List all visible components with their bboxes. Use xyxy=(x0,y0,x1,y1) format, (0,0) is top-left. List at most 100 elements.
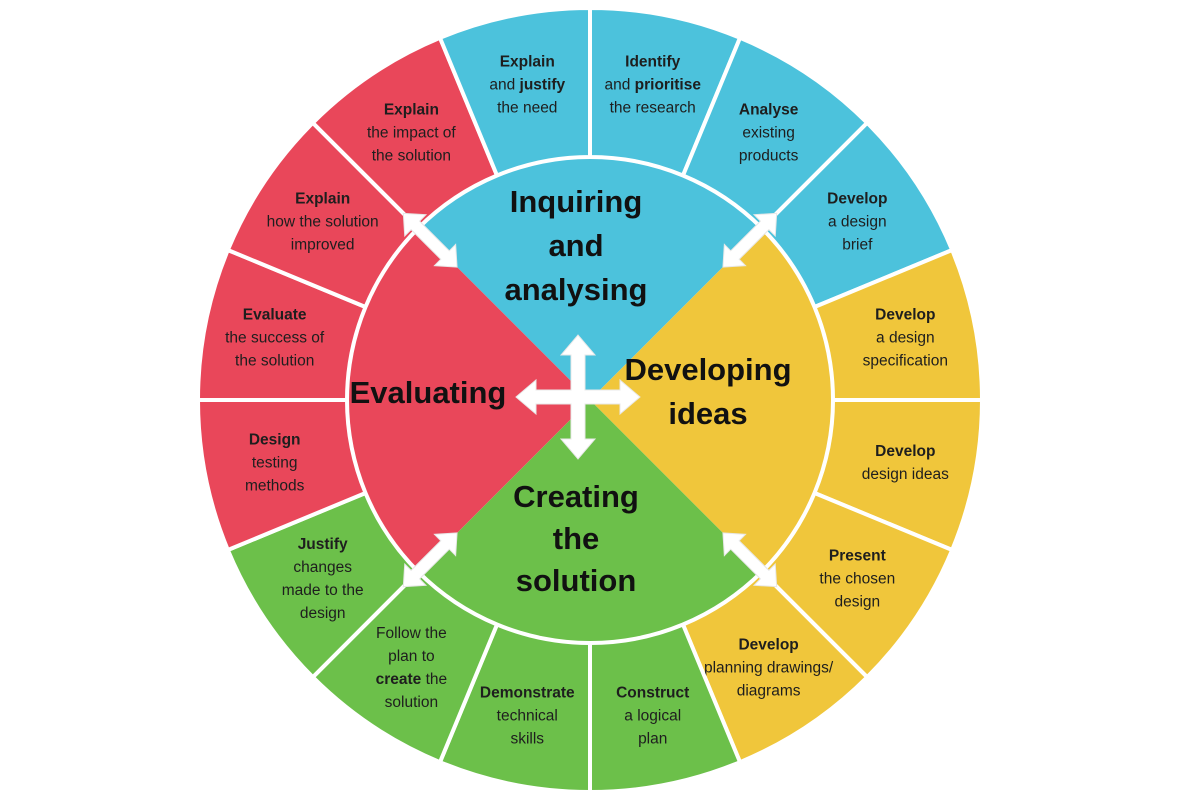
segment-explain-justify-need: Explain and justify the need xyxy=(437,5,592,179)
segment-label-run: existing xyxy=(742,125,795,142)
segment-label-run: how the solution xyxy=(267,213,379,230)
segment-label-run: made to the xyxy=(282,582,364,599)
segment-label: Follow the plan to create the solution xyxy=(376,625,448,711)
core-title-line: analysing xyxy=(505,272,648,307)
core-developing-title: Developing ideas xyxy=(624,352,791,431)
segment-label-run: Explain xyxy=(384,102,439,119)
segment-label: Design testing methods xyxy=(245,432,305,495)
segment-label: Explain how the solution improved xyxy=(267,190,379,253)
segment-label-run: skills xyxy=(510,730,544,747)
segment-label-run: the impact of xyxy=(367,125,456,142)
segment-label-run: a design xyxy=(828,213,887,230)
segment-label-run: changes xyxy=(293,559,352,576)
core-title-line: solution xyxy=(516,563,637,598)
segment-label-run: Develop xyxy=(875,443,935,460)
segment-label-run: Construct xyxy=(616,684,689,701)
segment-label-run: plan xyxy=(638,730,667,747)
segment-label-run: design xyxy=(834,594,880,611)
core-developing-shape xyxy=(590,229,831,571)
segment-label-run: Analyse xyxy=(739,102,799,119)
core-title-line: ideas xyxy=(668,396,747,431)
segment-label-run: plan to xyxy=(388,648,435,665)
segment-shape xyxy=(437,5,592,179)
arrow-inquiring-developing-icon xyxy=(722,212,778,268)
segment-label-run: a design xyxy=(876,329,935,346)
segment-label: Develop a design brief xyxy=(827,190,887,253)
segment-label: Explain and justify the need xyxy=(489,54,565,117)
segment-label-run: the xyxy=(421,671,447,688)
segment-label-run: Develop xyxy=(875,306,935,323)
segment-label-run: the solution xyxy=(372,148,451,165)
segment-label-run: and xyxy=(489,77,519,94)
segment-identify-prioritise: Identify and prioritise the research xyxy=(588,5,743,179)
segment-present-chosen-design: Present the chosen design xyxy=(758,490,955,681)
segment-follow-plan-create: Follow the plan to create the solution xyxy=(309,568,500,765)
arrow-developing-creating-icon xyxy=(722,532,778,588)
core-title-line: the xyxy=(553,521,600,556)
segment-label-run: Identify xyxy=(625,54,680,71)
segment-label: Develop a design specification xyxy=(863,306,948,369)
segment-label-run: testing xyxy=(252,455,298,472)
segment-label-run: solution xyxy=(385,694,438,711)
segment-label-run: and xyxy=(604,77,634,94)
core-title-line: and xyxy=(548,228,603,263)
segment-label-run: methods xyxy=(245,478,305,495)
core-inquiring-shape xyxy=(419,159,761,400)
segment-label-run: the solution xyxy=(235,352,314,369)
segment-label-run: the chosen xyxy=(819,571,895,588)
segment-label-run: improved xyxy=(291,236,355,253)
segment-label-run: planning drawings/ xyxy=(704,659,834,676)
segment-label: Identify and prioritise the research xyxy=(604,54,701,117)
segment-label: Present the chosen design xyxy=(819,548,895,611)
segment-label-run: Explain xyxy=(500,54,555,71)
segment-label-run: justify xyxy=(519,77,566,94)
segment-label-run: the need xyxy=(497,100,557,117)
segment-label-run: Design xyxy=(249,432,301,449)
segment-label-run: brief xyxy=(842,236,873,253)
segment-label-run: technical xyxy=(497,707,558,724)
core-evaluating-shape xyxy=(349,229,590,571)
segment-label: Develop design ideas xyxy=(862,443,949,483)
segment-label-run: Demonstrate xyxy=(480,684,575,701)
segment-label-run: a logical xyxy=(624,707,681,724)
core-inquiring: Inquiring and analysing xyxy=(419,159,761,400)
core-title-line: Creating xyxy=(513,479,639,514)
segment-construct-logical-plan: Construct a logical plan xyxy=(588,621,743,795)
segment-label-run: diagrams xyxy=(737,682,801,699)
segment-label-run: Follow the xyxy=(376,625,447,642)
segment-label-run: design ideas xyxy=(862,466,949,483)
core-creating-title: Creating the solution xyxy=(513,479,639,598)
segment-label: Analyse existing products xyxy=(739,102,799,165)
segment-label-run: the research xyxy=(610,100,696,117)
core-developing: Developing ideas xyxy=(590,229,831,571)
core-title-line: Inquiring xyxy=(510,184,643,219)
segment-label-run: Present xyxy=(829,548,886,565)
segment-label-run: specification xyxy=(863,352,948,369)
core-creating: Creating the solution xyxy=(419,400,761,641)
segment-label: Explain the impact of the solution xyxy=(367,102,456,165)
arrow-creating-evaluating-icon xyxy=(402,532,458,588)
segment-analyse-existing-products: Analyse existing products xyxy=(680,35,871,232)
segment-justify-changes: Justify changes made to the design xyxy=(225,490,422,681)
core-title-line: Evaluating xyxy=(350,375,507,410)
arrow-evaluating-inquiring-icon xyxy=(402,212,458,268)
segment-label-run: prioritise xyxy=(635,77,702,94)
segment-label-run: Explain xyxy=(295,190,350,207)
segment-label: Demonstrate technical skills xyxy=(480,684,575,747)
center-cross-arrow-icon xyxy=(515,334,641,460)
segment-develop-design-specification: Develop a design specification xyxy=(811,247,985,402)
segment-label-run: the success of xyxy=(225,329,325,346)
segment-label-run: Develop xyxy=(827,190,887,207)
segment-label-run: design xyxy=(300,605,346,622)
segment-label-run: Justify xyxy=(298,536,348,553)
segment-label-run: products xyxy=(739,148,799,165)
core-evaluating: Evaluating xyxy=(349,229,590,571)
segment-label: Construct a logical plan xyxy=(616,684,689,747)
core-creating-shape xyxy=(419,400,761,641)
core-inquiring-title: Inquiring and analysing xyxy=(505,184,648,307)
segment-label-run: create xyxy=(376,671,422,688)
segment-label-run: Develop xyxy=(738,636,798,653)
core-title-line: Developing xyxy=(624,352,791,387)
